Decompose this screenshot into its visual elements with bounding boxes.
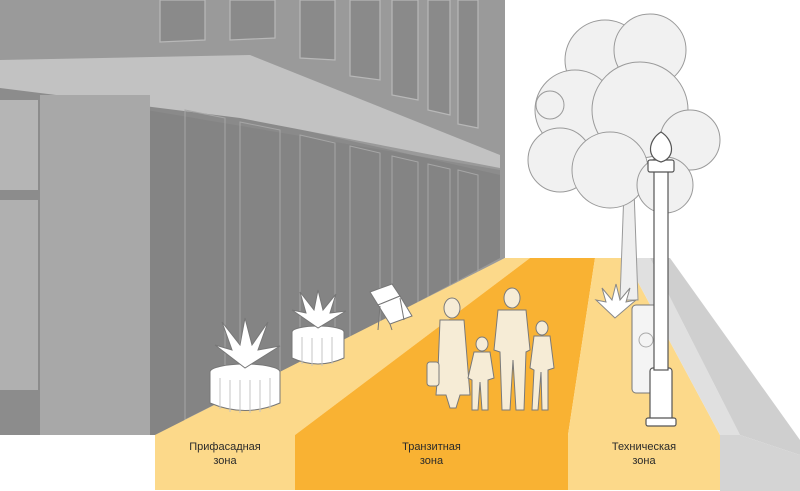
plant-leaves <box>214 317 281 369</box>
upper-window <box>427 0 451 116</box>
zone-band-technical <box>568 435 720 490</box>
awning <box>0 55 500 168</box>
zone-band-transit <box>295 435 568 490</box>
bench <box>369 283 413 331</box>
zone-label-line2: зона <box>419 455 444 467</box>
upper-window <box>349 0 381 81</box>
zone-label-facade: Прифасадная зона <box>155 440 295 480</box>
curb-front <box>720 435 800 491</box>
upper-window <box>229 0 276 41</box>
zone-label-line2: зона <box>632 455 656 467</box>
girl-figure <box>529 320 555 411</box>
pedestrians <box>426 287 555 411</box>
tree-crown <box>527 13 721 214</box>
upper-window <box>457 0 479 129</box>
man-figure <box>493 287 531 411</box>
zone-label-line2: зона <box>213 455 237 467</box>
boy-figure <box>467 336 495 411</box>
zone-label-technical: Техническая зона <box>568 440 720 480</box>
corner-column <box>40 95 150 435</box>
zone-label-transit: Транзитная зона <box>295 440 568 480</box>
zone-label-line1: Прифасадная <box>189 441 261 453</box>
planter-far <box>291 289 347 366</box>
zone-band-facade <box>155 435 295 490</box>
corner-window-1 <box>0 100 38 190</box>
tree-base-plant <box>594 283 638 319</box>
plant-leaves <box>291 289 347 329</box>
upper-window <box>299 0 336 61</box>
tree-trunk <box>619 189 639 301</box>
tree <box>527 13 721 319</box>
upper-window <box>391 0 419 101</box>
zone-label-line1: Техническая <box>611 441 677 453</box>
upper-window <box>159 0 206 43</box>
curb-side <box>650 258 800 455</box>
planter-near <box>209 317 281 413</box>
woman-figure <box>426 297 471 409</box>
lamp-post <box>645 131 677 427</box>
upper-windows <box>159 0 479 129</box>
corner-window-2 <box>0 200 38 390</box>
building <box>0 0 505 435</box>
zone-label-line1: Транзитная <box>402 441 461 453</box>
